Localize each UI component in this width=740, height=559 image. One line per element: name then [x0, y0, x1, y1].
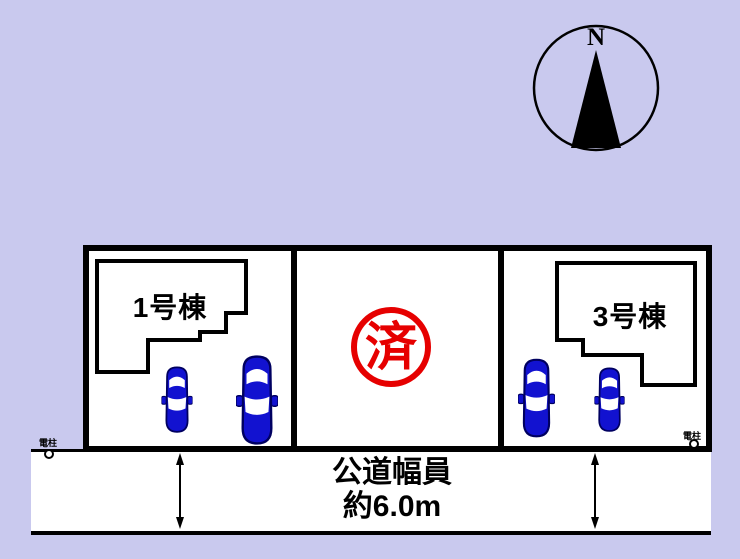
car-icon: [161, 366, 193, 434]
utility-pole-right-label: 電柱: [683, 431, 702, 441]
building-3-label: 3号棟: [592, 301, 668, 332]
compass-needle: [571, 50, 621, 148]
road-width-line2: 約6.0m: [342, 490, 442, 523]
car-icon: [518, 356, 555, 441]
compass-north-label: N: [586, 24, 606, 51]
utility-pole-right-icon: [689, 439, 699, 449]
road-width-arrow-right: [589, 453, 601, 529]
building-3-outline: [555, 261, 697, 387]
lot-divider-1: [291, 245, 297, 452]
car-icon: [594, 367, 625, 433]
road-width-arrow-left: [174, 453, 186, 529]
utility-pole-left-label: 電柱: [39, 438, 58, 448]
road-width-label: 公道幅員 約6.0m: [282, 456, 502, 524]
car-icon: [236, 353, 278, 448]
utility-pole-left-icon: [44, 449, 54, 459]
sold-stamp-label: 済: [364, 319, 417, 377]
building-1-label: 1号棟: [132, 292, 208, 323]
sold-stamp: 済: [351, 307, 431, 387]
building-1-outline: [95, 259, 248, 374]
road-width-line1: 公道幅員: [332, 456, 452, 489]
compass-circle: [532, 24, 660, 152]
north-compass: [532, 24, 660, 152]
lot-divider-2: [498, 245, 504, 452]
